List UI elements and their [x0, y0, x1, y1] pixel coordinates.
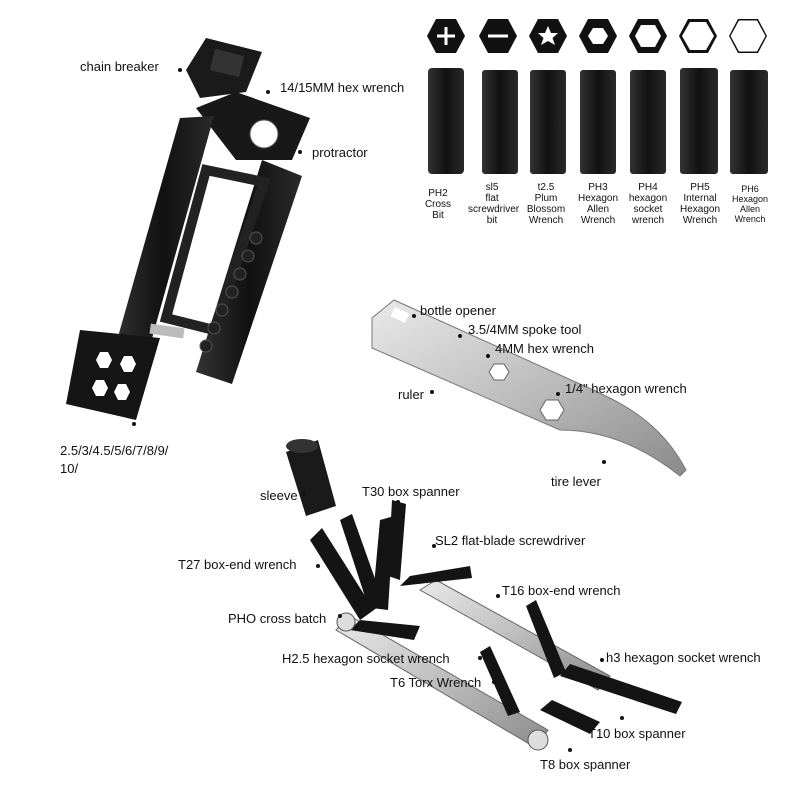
label-h25-hex-socket: H2.5 hexagon socket wrench — [282, 651, 450, 666]
star-icon — [529, 19, 567, 53]
label-pho-cross-batch: PHO cross batch — [228, 611, 327, 626]
folding-tool-image — [286, 439, 682, 751]
label-hex-sizes-line1: 2.5/3/4.5/5/6/7/8/9/ — [60, 443, 169, 458]
label-protractor: protractor — [312, 145, 368, 160]
label-sl2-screwdriver: SL2 flat-blade screwdriver — [435, 533, 586, 548]
hexagon-icon — [629, 19, 667, 53]
label-ruler: ruler — [398, 387, 425, 402]
label-hex-wrench-14-15: 14/15MM hex wrench — [280, 80, 405, 95]
label-t10-box-spanner: T10 box spanner — [588, 726, 686, 741]
label-sleeve: sleeve — [260, 488, 298, 503]
bit-label-ph2: PH2 Cross Bit — [424, 188, 452, 221]
bit-label-ph4: PH4 hexagon socket wrench — [628, 182, 668, 226]
label-t6-torx-wrench: T6 Torx Wrench — [390, 675, 482, 690]
label-h3-hex-socket: h3 hexagon socket wrench — [606, 650, 761, 665]
leader-markers — [132, 68, 624, 752]
hexagon-icon — [729, 19, 767, 53]
label-spoke-tool: 3.5/4MM spoke tool — [468, 322, 582, 337]
bits-row-image — [428, 68, 768, 174]
label-chain-breaker: chain breaker — [80, 59, 159, 74]
label-t8-box-spanner: T8 box spanner — [540, 757, 631, 772]
bit-label-ph3: PH3 Hexagon Allen Wrench — [577, 182, 619, 226]
bit-label-sl5: sl5 flat screwdriver bit — [468, 182, 520, 226]
plate-tool-image — [371, 299, 687, 477]
label-t30-box-spanner: T30 box spanner — [362, 484, 460, 499]
label-t27-box-end-wrench: T27 box-end wrench — [178, 557, 297, 572]
label-t16-box-end-wrench: T16 box-end wrench — [502, 583, 621, 598]
bit-label-t25: t2.5 Plum Blossom Wrench — [526, 182, 566, 226]
minus-icon — [479, 19, 517, 53]
hexagon-icon — [679, 19, 717, 53]
label-bottle-opener: bottle opener — [420, 303, 496, 318]
label-4mm-hex-wrench: 4MM hex wrench — [495, 341, 594, 356]
label-hex-sizes-line2: 10/ — [60, 461, 79, 476]
label-quarter-hex-wrench: 1/4" hexagon wrench — [565, 381, 687, 396]
bit-label-ph6: PH6 Hexagon Allen Wrench — [731, 184, 769, 224]
upper-multitool-image — [66, 38, 310, 420]
cross-icon — [427, 19, 465, 53]
hexagon-icon — [579, 19, 617, 53]
label-tire-lever: tire lever — [551, 474, 601, 489]
bit-label-ph5: PH5 Internal Hexagon Wrench — [679, 182, 721, 226]
